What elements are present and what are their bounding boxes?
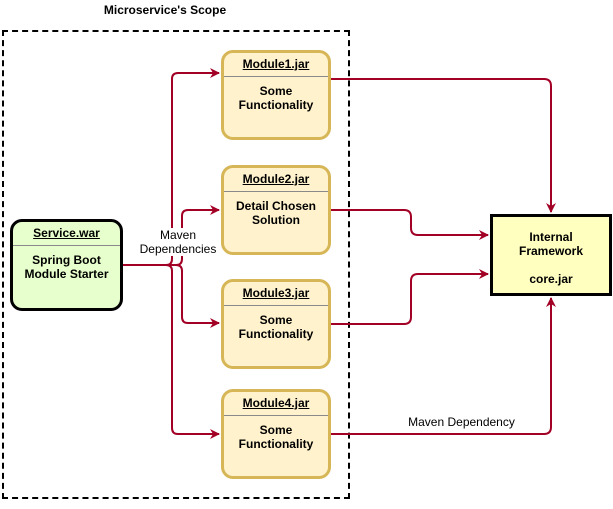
module-line-2: Solution [252,213,300,227]
module-line-1: Some [259,313,293,327]
module-line-1: Some [259,84,293,98]
core-line-2: Framework [518,244,584,258]
core-jar-node[interactable]: Internal Framework core.jar [490,214,612,296]
label-line-1: Maven [159,228,197,242]
maven-dependencies-label: Maven Dependencies [135,228,221,256]
scope-title: Microservice's Scope [103,3,227,17]
service-line-2: Module Starter [24,267,109,281]
edge-module2-core [331,209,489,240]
module-line-1: Detail Chosen [235,199,316,213]
module1-node[interactable]: Module1.jar Some Functionality [221,50,331,140]
module-line-2: Functionality [238,327,314,341]
module-title: Module2.jar [224,168,328,192]
label-line-2: Dependencies [139,242,217,256]
module-title: Module3.jar [224,282,328,306]
module-line-1: Some [259,423,293,437]
module3-node[interactable]: Module3.jar Some Functionality [221,279,331,369]
edge-module1-core [331,78,556,213]
edge-service-module3 [123,264,220,328]
service-title: Service.war [13,222,120,246]
edge-module4-core [331,297,556,435]
service-line-1: Spring Boot [32,253,101,267]
microservice-scope-boundary [2,30,350,499]
maven-dependency-label: Maven Dependency [408,415,515,429]
module-line-2: Functionality [238,437,314,451]
service-war-node[interactable]: Service.war Spring Boot Module Starter [10,219,123,311]
module2-node[interactable]: Module2.jar Detail Chosen Solution [221,165,331,255]
module-title: Module1.jar [224,53,328,77]
module-title: Module4.jar [224,392,328,416]
module4-node[interactable]: Module4.jar Some Functionality [221,389,331,479]
core-line-1: Internal [529,230,573,244]
edge-module3-core [331,269,489,325]
module-line-2: Functionality [238,98,314,112]
core-line-3: core.jar [529,272,573,286]
edge-service-module4 [123,264,220,439]
